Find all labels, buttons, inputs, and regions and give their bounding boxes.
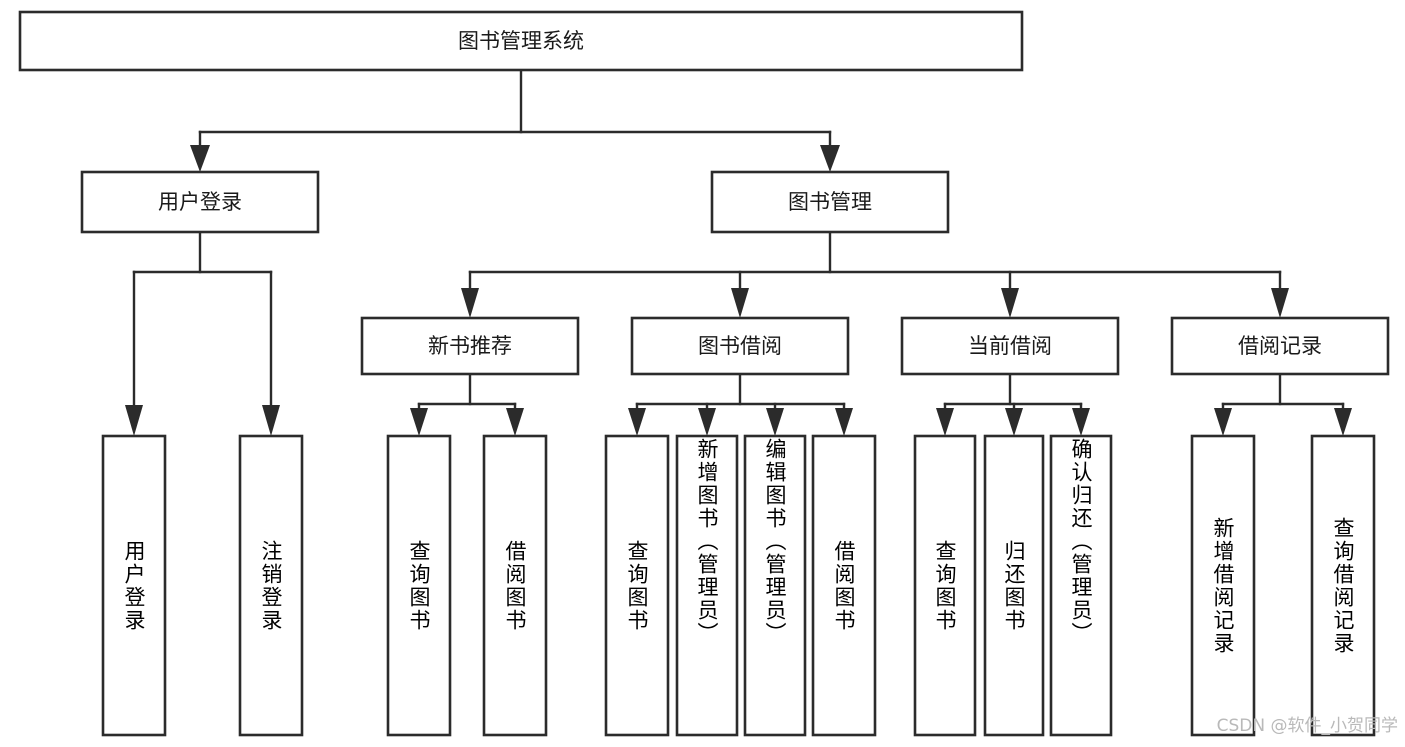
node-leaf-query-record-label: 查询借阅记录 [1331,516,1355,655]
arrow-head-leaf-query-book-1 [410,408,428,436]
node-leaf-user-login[interactable]: 用户登录 [101,434,167,737]
node-book-borrow-box[interactable] [630,316,850,376]
node-book-manage[interactable]: 图书管理 [710,170,950,234]
arrow-head-borrow-record [1271,288,1289,318]
node-leaf-logout[interactable]: 注销登录 [238,434,304,737]
node-current-borrow[interactable]: 当前借阅 [900,316,1120,376]
node-leaf-borrow-book-1[interactable]: 借阅图书 [482,434,548,737]
arrow-head-leaf-borrow-book-1 [506,408,524,436]
node-leaf-query-book-2-label: 查询图书 [625,539,649,632]
node-borrow-record-box[interactable] [1170,316,1390,376]
arrow-head-leaf-return-book [1005,408,1023,436]
arrow-head-leaf-query-book-2 [628,408,646,436]
node-leaf-query-book-3-label: 查询图书 [933,539,957,632]
node-leaf-query-record-box[interactable] [1310,434,1376,737]
arrow-head-book-borrow [731,288,749,318]
arrow-head-leaf-add-record [1214,408,1232,436]
arrow-head-new-book-recommend [461,288,479,318]
node-leaf-confirm-return[interactable]: 确认归还（管理员） [1049,434,1113,737]
node-user-login[interactable]: 用户登录 [80,170,320,234]
node-leaf-add-record[interactable]: 新增借阅记录 [1190,434,1256,737]
arrow-head-leaf-confirm-return [1072,408,1090,436]
arrow-head-leaf-add-book [698,408,716,436]
node-current-borrow-box[interactable] [900,316,1120,376]
node-leaf-borrow-book-1-box[interactable] [482,434,548,737]
node-leaf-query-book-1-label: 查询图书 [407,539,431,632]
arrow-head-leaf-edit-book [766,408,784,436]
node-book-borrow-label: 图书借阅 [698,334,782,358]
node-leaf-query-book-1-box[interactable] [386,434,452,737]
arrow-head-leaf-query-book-3 [936,408,954,436]
node-root[interactable]: 图书管理系统 [18,10,1024,72]
node-leaf-query-book-2[interactable]: 查询图书 [604,434,670,737]
node-borrow-record[interactable]: 借阅记录 [1170,316,1390,376]
node-leaf-edit-book-label: 编辑图书（管理员） [763,438,787,645]
node-book-borrow[interactable]: 图书借阅 [630,316,850,376]
arrow-head-leaf-user-login [125,405,143,436]
node-leaf-query-book-2-box[interactable] [604,434,670,737]
node-new-book-recommend[interactable]: 新书推荐 [360,316,580,376]
node-leaf-confirm-return-label: 确认归还（管理员） [1069,438,1093,645]
node-root-label: 图书管理系统 [458,29,584,53]
node-leaf-confirm-return-box[interactable] [1049,434,1113,737]
node-leaf-query-book-3-box[interactable] [913,434,977,737]
watermark-label: CSDN @软件_小贺同学 [1217,716,1398,736]
node-leaf-borrow-book-1-label: 借阅图书 [503,539,527,632]
node-book-manage-box[interactable] [710,170,950,234]
node-leaf-add-record-label: 新增借阅记录 [1211,516,1235,655]
node-leaf-return-book-label: 归还图书 [1002,539,1026,632]
node-leaf-edit-book-box[interactable] [743,434,807,737]
arrow-head-user-login [190,145,210,172]
node-current-borrow-label: 当前借阅 [968,334,1052,358]
node-leaf-add-record-box[interactable] [1190,434,1256,737]
arrow-head-leaf-borrow-book-2 [835,408,853,436]
arrow-head-leaf-logout [262,405,280,436]
node-book-manage-label: 图书管理 [788,190,872,214]
node-leaf-add-book[interactable]: 新增图书（管理员） [675,434,739,737]
node-root-box[interactable] [18,10,1024,72]
node-user-login-label: 用户登录 [158,190,242,214]
node-leaf-borrow-book-2-box[interactable] [811,434,877,737]
node-new-book-recommend-label: 新书推荐 [428,334,512,358]
node-leaf-logout-box[interactable] [238,434,304,737]
node-leaf-user-login-box[interactable] [101,434,167,737]
node-borrow-record-label: 借阅记录 [1238,334,1322,358]
node-leaf-edit-book[interactable]: 编辑图书（管理员） [743,434,807,737]
node-leaf-logout-label: 注销登录 [259,539,283,632]
node-new-book-recommend-box[interactable] [360,316,580,376]
node-leaf-return-book-box[interactable] [983,434,1045,737]
node-leaf-query-record[interactable]: 查询借阅记录 [1310,434,1376,737]
node-leaf-user-login-label: 用户登录 [122,539,146,632]
node-leaf-borrow-book-2-label: 借阅图书 [832,539,856,632]
node-user-login-box[interactable] [80,170,320,234]
node-leaf-borrow-book-2[interactable]: 借阅图书 [811,434,877,737]
node-leaf-return-book[interactable]: 归还图书 [983,434,1045,737]
node-leaf-add-book-box[interactable] [675,434,739,737]
arrow-head-current-borrow [1001,288,1019,318]
node-leaf-query-book-1[interactable]: 查询图书 [386,434,452,737]
arrow-head-leaf-query-record [1334,408,1352,436]
node-leaf-query-book-3[interactable]: 查询图书 [913,434,977,737]
node-leaf-add-book-label: 新增图书（管理员） [695,438,719,645]
connector-layer [125,68,1352,436]
arrow-head-book-manage [820,145,840,172]
